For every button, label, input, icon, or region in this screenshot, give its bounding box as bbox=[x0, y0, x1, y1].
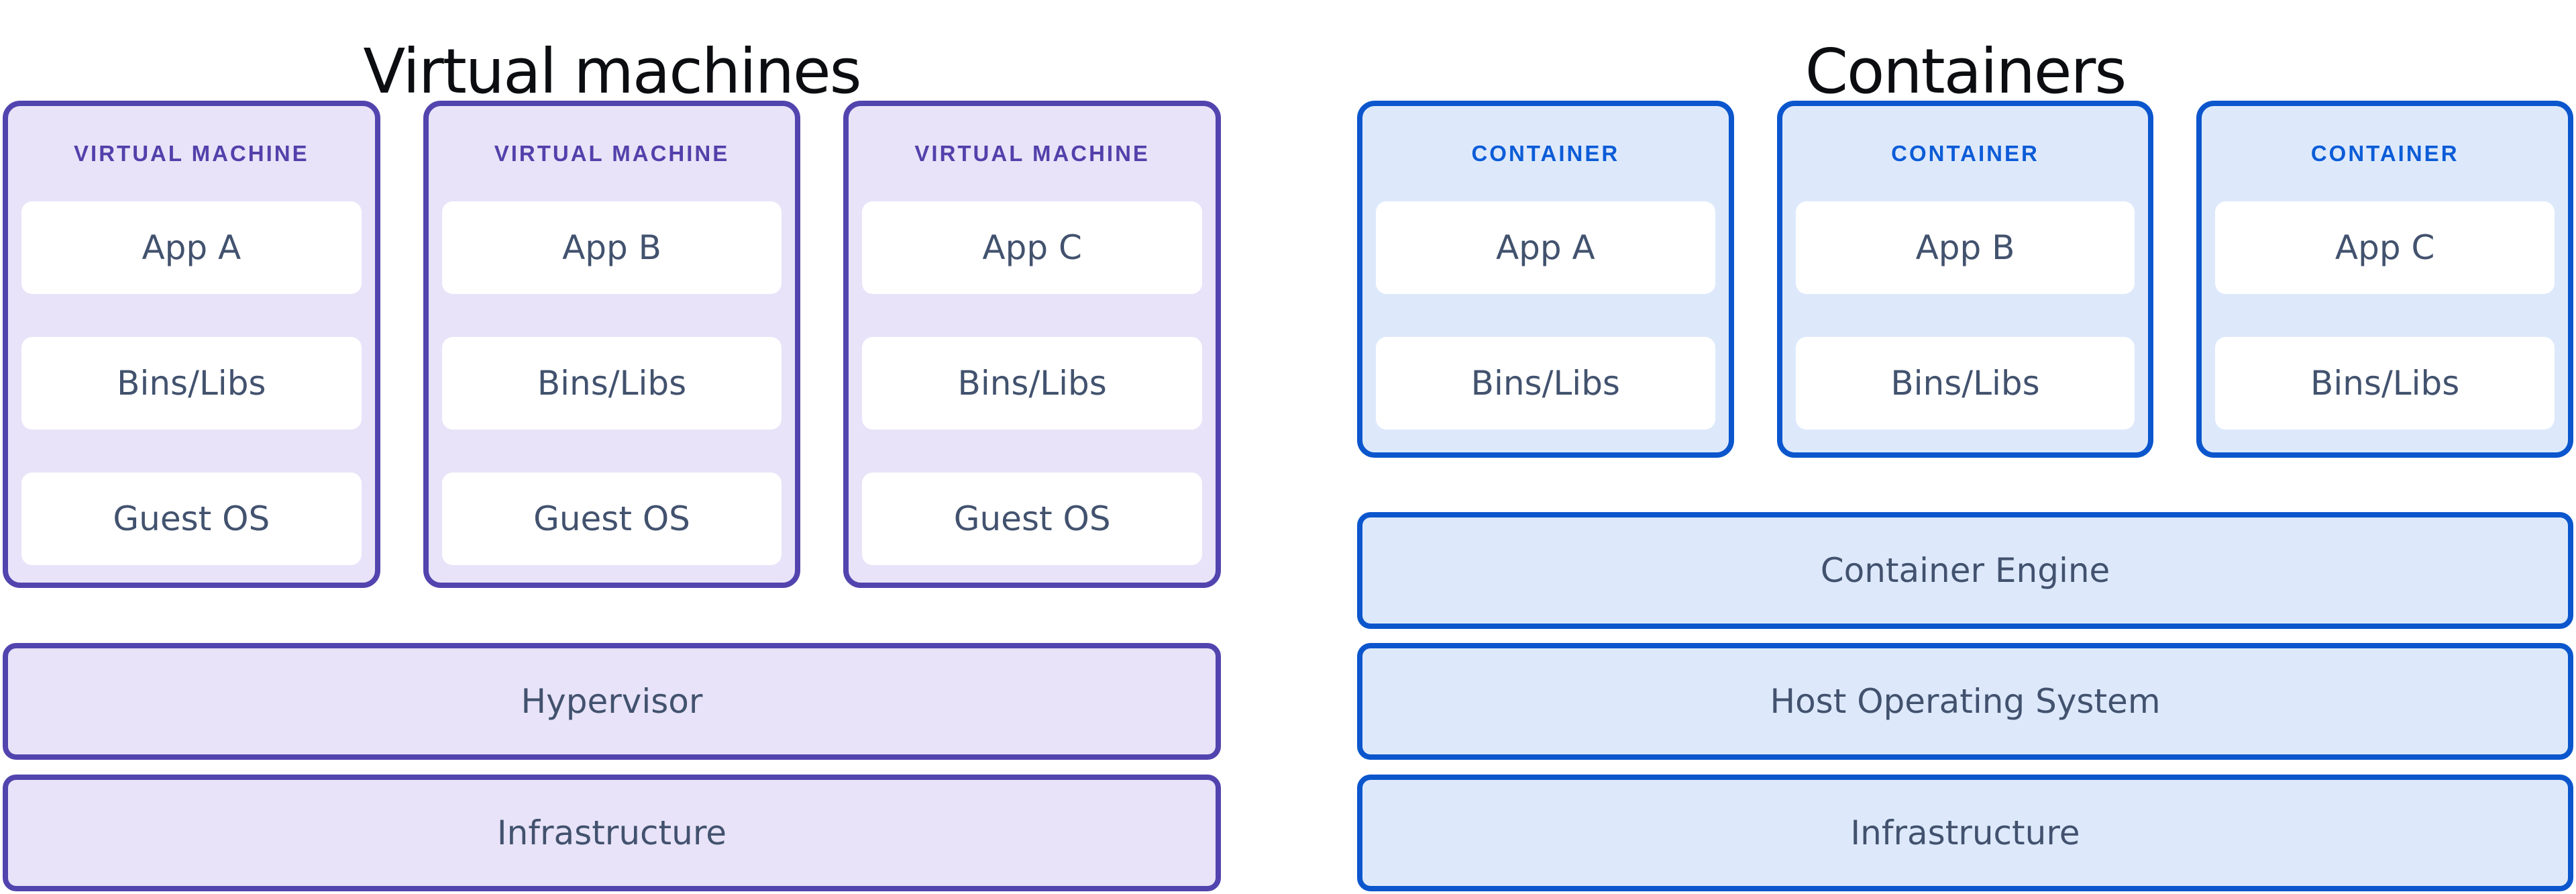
vm-card-1-items: App A Bins/Libs Guest OS bbox=[8, 201, 375, 565]
hypervisor-bar: Hypervisor bbox=[3, 643, 1221, 760]
container-card-1-item-app: App A bbox=[1376, 201, 1715, 294]
container-card-1-items: App A Bins/Libs bbox=[1362, 201, 1729, 430]
vm-card-1: VIRTUAL MACHINE App A Bins/Libs Guest OS bbox=[3, 101, 380, 588]
vm-card-3-item-bins-libs: Bins/Libs bbox=[862, 337, 1203, 430]
container-card-3-item-bins-libs: Bins/Libs bbox=[2215, 337, 2555, 430]
vm-card-3-header-label: VIRTUAL MACHINE bbox=[914, 141, 1150, 166]
container-card-2-header-label: CONTAINER bbox=[1891, 141, 2039, 166]
vm-card-2-item-app: App B bbox=[441, 201, 782, 294]
vm-card-2-item-guest-os: Guest OS bbox=[441, 473, 782, 565]
container-card-3-header-label: CONTAINER bbox=[2310, 141, 2459, 166]
container-card-3: CONTAINER App C Bins/Libs bbox=[2196, 101, 2574, 458]
vm-infrastructure-bar-label: Infrastructure bbox=[496, 813, 727, 852]
container-card-1: CONTAINER App A Bins/Libs bbox=[1357, 101, 1734, 458]
container-card-2: CONTAINER App B Bins/Libs bbox=[1776, 101, 2154, 458]
vm-card-1-item-app: App A bbox=[21, 201, 362, 294]
containers-section: Containers CONTAINER App A Bins/Libs CON… bbox=[1357, 0, 2574, 894]
container-card-1-header-label: CONTAINER bbox=[1471, 141, 1620, 166]
vm-card-2: VIRTUAL MACHINE App B Bins/Libs Guest OS bbox=[423, 101, 801, 588]
vm-card-1-header-label: VIRTUAL MACHINE bbox=[74, 141, 309, 166]
vm-card-2-items: App B Bins/Libs Guest OS bbox=[429, 201, 796, 565]
container-engine-bar-label: Container Engine bbox=[1820, 551, 2110, 590]
vm-cards-row: VIRTUAL MACHINE App A Bins/Libs Guest OS… bbox=[3, 101, 1222, 588]
vm-card-3: VIRTUAL MACHINE App C Bins/Libs Guest OS bbox=[843, 101, 1222, 588]
vm-section: Virtual machines VIRTUAL MACHINE App A B… bbox=[3, 0, 1222, 894]
host-operating-system-bar: Host Operating System bbox=[1357, 643, 2573, 760]
container-infrastructure-bar-label: Infrastructure bbox=[1850, 813, 2080, 852]
host-operating-system-bar-label: Host Operating System bbox=[1770, 682, 2161, 721]
vm-card-1-item-bins-libs: Bins/Libs bbox=[21, 337, 362, 430]
container-card-1-item-bins-libs: Bins/Libs bbox=[1376, 337, 1715, 430]
container-infrastructure-bar: Infrastructure bbox=[1357, 775, 2573, 891]
container-cards-row: CONTAINER App A Bins/Libs CONTAINER App … bbox=[1357, 101, 2574, 458]
container-card-2-item-bins-libs: Bins/Libs bbox=[1795, 337, 2135, 430]
hypervisor-bar-label: Hypervisor bbox=[521, 682, 703, 721]
vm-card-2-header-label: VIRTUAL MACHINE bbox=[494, 141, 730, 166]
container-card-2-items: App B Bins/Libs bbox=[1782, 201, 2149, 430]
vm-card-3-item-guest-os: Guest OS bbox=[862, 473, 1203, 565]
container-card-2-item-app: App B bbox=[1795, 201, 2135, 294]
containers-section-title: Containers bbox=[1805, 35, 2127, 107]
vm-section-title: Virtual machines bbox=[363, 35, 861, 107]
vm-card-2-item-bins-libs: Bins/Libs bbox=[441, 337, 782, 430]
vm-infrastructure-bar: Infrastructure bbox=[3, 775, 1221, 891]
container-card-3-items: App C Bins/Libs bbox=[2202, 201, 2568, 430]
container-card-3-item-app: App C bbox=[2215, 201, 2555, 294]
vm-card-3-item-app: App C bbox=[862, 201, 1203, 294]
vm-card-3-items: App C Bins/Libs Guest OS bbox=[849, 201, 1216, 565]
container-engine-bar: Container Engine bbox=[1357, 512, 2573, 629]
vm-card-1-item-guest-os: Guest OS bbox=[21, 473, 362, 565]
